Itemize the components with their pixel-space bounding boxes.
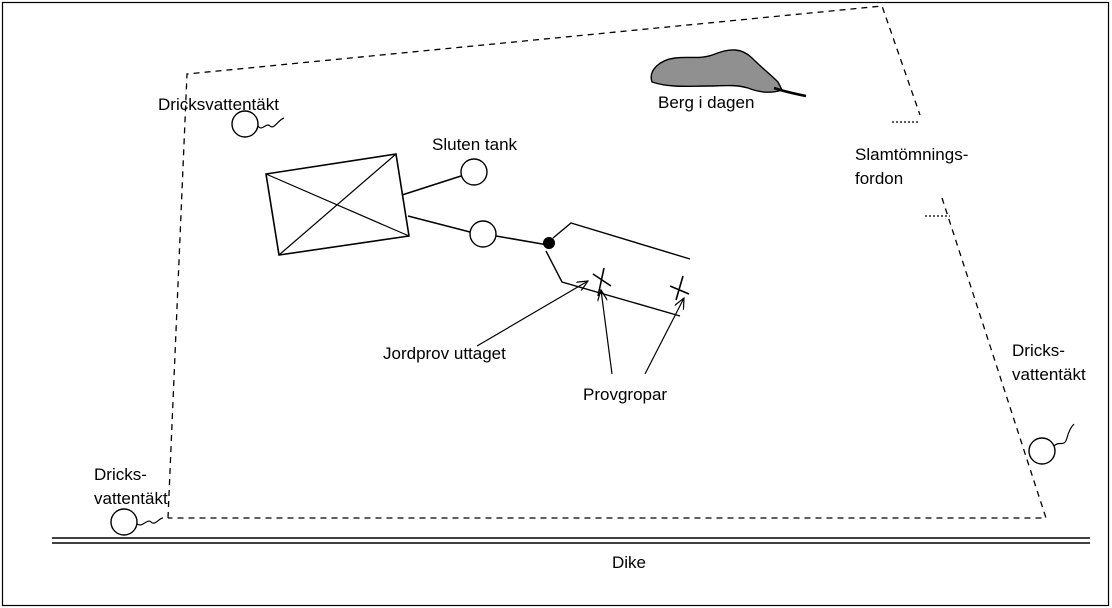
house-diagonal-2 (278, 153, 397, 256)
infiltration-bed-top-edge (552, 222, 691, 260)
label-sludge-vehicle-line1: Slamtömnings- (855, 145, 969, 164)
label-drinking-water-right-line2: vattentäkt (1012, 365, 1086, 384)
well-top-left (231, 110, 259, 138)
rock-outcrop-edge (773, 86, 807, 98)
property-boundary-lower (168, 197, 1047, 519)
rock-outcrop-shape (650, 49, 783, 93)
label-drinking-water-bottom-left-line1: Dricks- (94, 465, 147, 484)
property-boundary-upper (167, 5, 921, 519)
test-pit-2-line-b (675, 275, 684, 301)
arrow-soil-sample (476, 281, 588, 347)
label-test-pits: Provgropar (583, 385, 668, 404)
label-soil-sample: Jordprov uttaget (383, 344, 506, 363)
label-drinking-water-bottom-left-line2: vattentäkt (94, 489, 168, 508)
infiltration-bed-bottom-edge (545, 250, 681, 317)
label-sludge-vehicle-line2: fordon (855, 169, 904, 188)
label-ditch: Dike (612, 553, 647, 572)
well-right (1028, 437, 1056, 465)
well-bottom-left (110, 508, 138, 536)
label-drinking-water-right-line1: Dricks- (1012, 341, 1065, 360)
pipe-to-distribution-well (495, 235, 549, 246)
pipe-to-sealed-tank (401, 175, 462, 196)
distribution-well (543, 237, 555, 249)
septic-tank (469, 220, 497, 248)
well-pipe-bottom-left (136, 517, 164, 526)
arrow-test-pit-1 (601, 290, 613, 375)
label-drinking-water-top-left: Dricksvattentäkt (158, 95, 279, 114)
arrow-test-pit-2 (644, 298, 684, 375)
label-sealed-tank: Sluten tank (432, 135, 518, 154)
pipe-to-septic-tank (407, 215, 471, 233)
well-pipe-top-left (257, 117, 285, 129)
sealed-tank (460, 158, 488, 186)
well-pipe-right (1053, 423, 1075, 447)
label-rock-outcrop: Berg i dagen (658, 93, 755, 112)
